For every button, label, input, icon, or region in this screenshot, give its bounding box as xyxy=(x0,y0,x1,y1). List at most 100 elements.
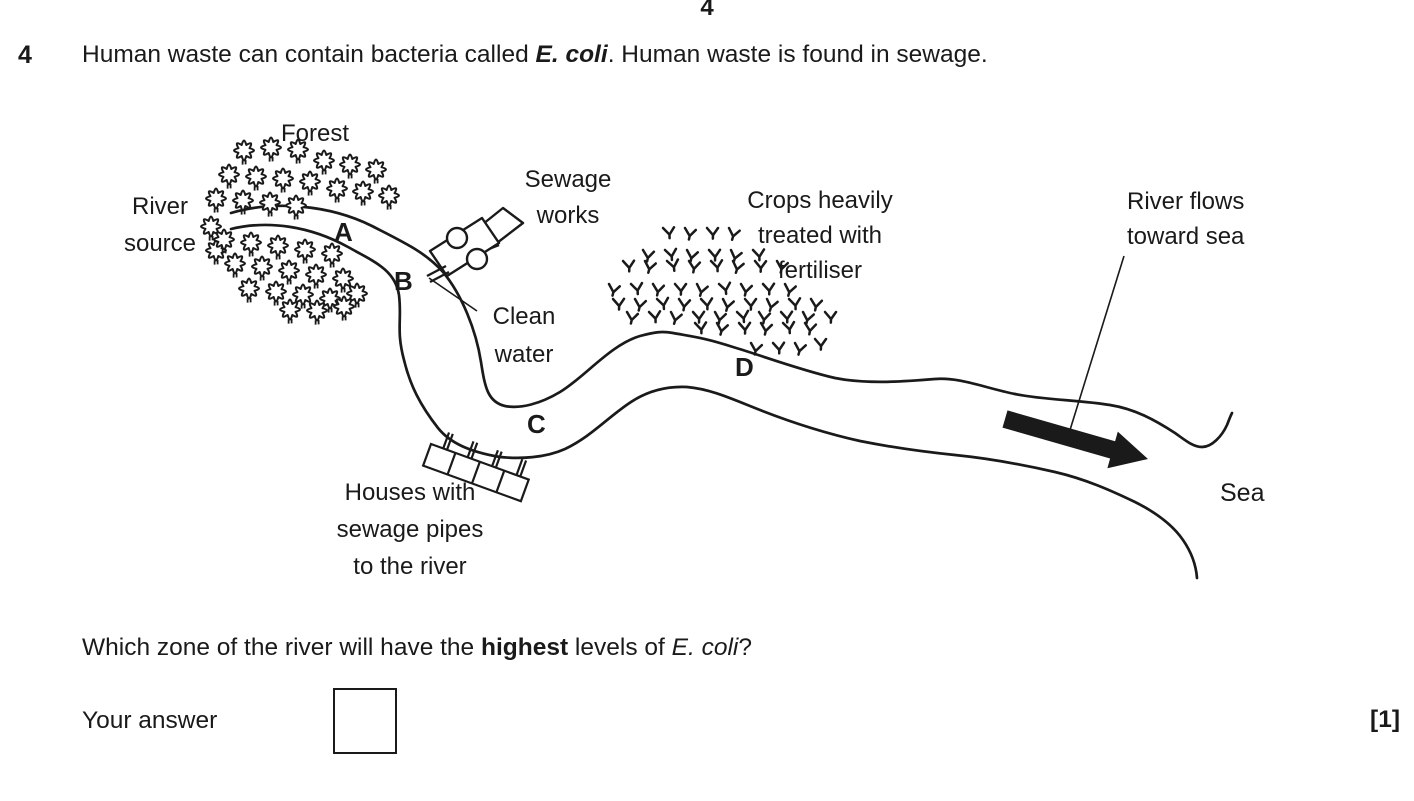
tree-icon xyxy=(306,299,328,326)
crop-icon xyxy=(691,309,707,325)
crop-icon xyxy=(663,246,679,263)
crop-icon xyxy=(735,308,751,325)
forest-label: Forest xyxy=(280,120,349,147)
zone-label-d: D xyxy=(735,352,754,382)
crop-icon xyxy=(720,297,736,313)
tree-icon xyxy=(378,184,400,211)
zone-label-c: C xyxy=(527,409,546,439)
crop-icon xyxy=(667,310,684,326)
crop-icon xyxy=(632,297,648,313)
crop-icon xyxy=(800,310,816,326)
crop-icon xyxy=(771,340,787,356)
tree-icon xyxy=(251,255,273,282)
tree-icon xyxy=(313,149,335,176)
tree-icon xyxy=(233,139,255,166)
crop-icon xyxy=(737,320,753,336)
river-bank-upper xyxy=(229,204,1234,449)
crops-label: Crops heavily treated with fertiliser xyxy=(747,187,893,284)
sewage-tank-1 xyxy=(445,226,469,250)
sewage-outlet-pipe-icon xyxy=(426,264,450,284)
crop-icon xyxy=(642,259,658,275)
tree-icon xyxy=(299,170,321,197)
question-prompt: Which zone of the river will have the hi… xyxy=(82,634,752,661)
tree-icon xyxy=(245,165,267,192)
intro-text-1: Human waste can contain bacteria called xyxy=(82,41,536,68)
crop-icon xyxy=(758,321,774,337)
tree-icon xyxy=(365,158,387,185)
crop-icon xyxy=(787,296,803,312)
sewage-works-label: Sewage works xyxy=(524,166,612,229)
crop-icon xyxy=(686,259,702,274)
crop-icon xyxy=(606,282,622,298)
intro-text-2: . Human waste is found in sewage. xyxy=(607,41,988,68)
crop-icon xyxy=(743,296,758,312)
crop-icon xyxy=(673,281,688,297)
houses-label: Houses with sewage pipes to the river xyxy=(336,479,484,580)
crop-icon xyxy=(677,297,692,312)
question-intro: Human waste can contain bacteria called … xyxy=(82,41,988,69)
prompt-ecoli: E. coli xyxy=(671,634,739,661)
tree-icon xyxy=(333,295,355,322)
crop-icon xyxy=(665,257,682,274)
crop-icon xyxy=(699,296,715,312)
tree-icon xyxy=(285,194,307,221)
forest-trees xyxy=(200,136,400,326)
tree-icon xyxy=(224,252,246,279)
tree-icon xyxy=(267,234,289,261)
crop-icon xyxy=(693,320,709,336)
page-number: 4 xyxy=(700,0,714,21)
tree-icon xyxy=(321,242,343,269)
river-flows-label: River flows toward sea xyxy=(1127,188,1245,250)
question-number: 4 xyxy=(18,41,32,69)
river-flow-leader-line xyxy=(1069,255,1125,431)
zone-label-b: B xyxy=(394,266,413,296)
crop-icon xyxy=(781,320,797,336)
sewage-works-icon xyxy=(426,206,525,284)
river xyxy=(229,204,1234,580)
zone-label-a: A xyxy=(334,217,353,247)
river-source-label: River source xyxy=(123,193,197,257)
crop-icon xyxy=(792,341,808,357)
tree-icon xyxy=(240,231,262,258)
intro-ecoli: E. coli xyxy=(535,41,608,68)
crop-icon xyxy=(684,248,700,264)
crop-icon xyxy=(779,309,795,325)
tree-icon xyxy=(294,238,316,265)
sewage-pipe-icon xyxy=(442,432,528,477)
flow-arrow-icon xyxy=(1002,410,1148,469)
clean-water-leader-line xyxy=(428,277,478,312)
clean-water-label: Clean water xyxy=(492,303,556,368)
crop-icon xyxy=(763,297,780,314)
crop-icon xyxy=(813,336,828,352)
crop-icon xyxy=(655,295,671,312)
tree-icon xyxy=(339,153,361,180)
tree-icon xyxy=(278,259,300,286)
sea-label: Sea xyxy=(1220,479,1265,507)
marks-badge: [1] xyxy=(1370,706,1400,733)
tree-icon xyxy=(218,163,240,190)
answer-box[interactable] xyxy=(333,688,397,754)
crop-icon xyxy=(693,282,710,298)
crop-icon xyxy=(647,309,663,325)
tree-icon xyxy=(326,177,348,204)
tree-icon xyxy=(352,180,374,207)
crop-icon xyxy=(712,310,728,326)
crop-icon xyxy=(661,225,677,241)
sewage-tank-2 xyxy=(465,247,489,271)
crop-icon xyxy=(823,309,838,325)
crop-icon xyxy=(808,297,824,313)
houses-icon xyxy=(421,432,531,503)
tree-icon xyxy=(305,263,327,290)
crop-icon xyxy=(682,226,698,242)
crop-icon xyxy=(629,281,645,297)
crop-icon xyxy=(624,310,640,326)
tree-icon xyxy=(272,167,294,194)
crop-icon xyxy=(756,310,772,325)
crop-icon xyxy=(650,282,666,298)
prompt-highest: highest xyxy=(481,634,569,661)
crop-icon xyxy=(640,248,656,264)
crop-icon xyxy=(802,321,818,336)
tree-icon xyxy=(238,277,260,304)
